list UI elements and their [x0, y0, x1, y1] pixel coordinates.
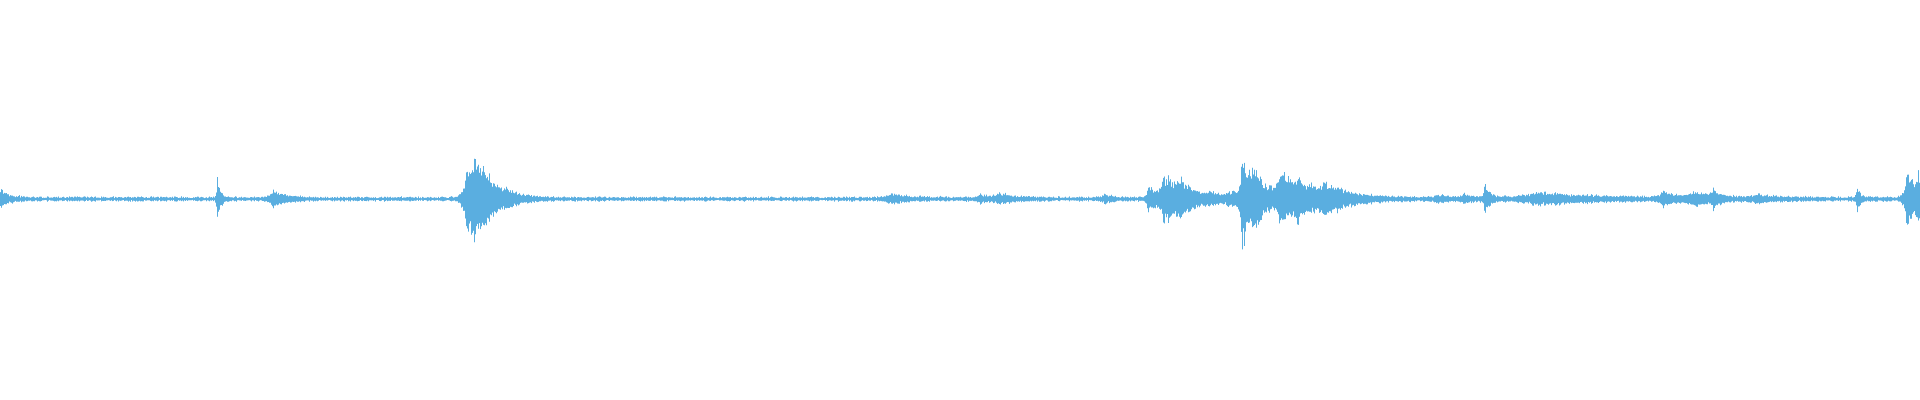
waveform-path — [0, 158, 1920, 250]
